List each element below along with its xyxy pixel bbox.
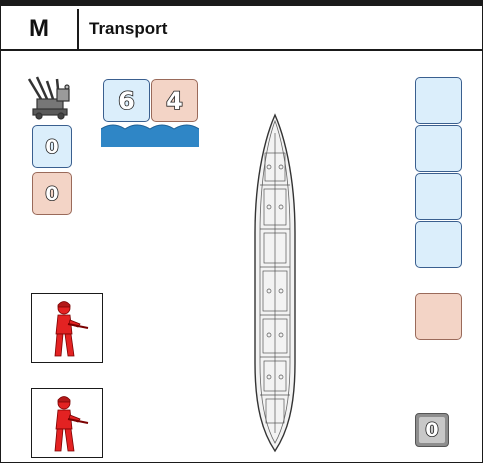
counter-token: 0 — [415, 413, 449, 447]
aa-value-pink: 0 — [32, 172, 72, 215]
unit-title: Transport — [89, 19, 168, 38]
infantry-box-1 — [31, 293, 103, 363]
cargo-slot-blue-3 — [415, 173, 462, 220]
naval-right-number: 4 — [165, 86, 183, 116]
anti-aircraft-gun-icon — [27, 76, 70, 120]
cargo-slot-pink — [415, 293, 462, 340]
aa-value-blue: 0 — [32, 125, 72, 168]
unit-code: M — [1, 9, 79, 49]
top-border — [1, 1, 482, 6]
infantry-box-2 — [31, 388, 103, 458]
waves-icon — [101, 124, 199, 147]
cargo-slot-blue-2 — [415, 125, 462, 172]
card-header: M Transport — [1, 9, 482, 51]
cargo-slot-blue-4 — [415, 221, 462, 268]
aa-pink-number: 0 — [45, 182, 60, 206]
counter-number: 0 — [425, 418, 440, 442]
counter-face: 0 — [419, 417, 445, 443]
infantry-soldier-icon — [54, 301, 89, 357]
naval-stat-right: 4 — [151, 79, 198, 122]
cargo-slot-blue-1 — [415, 77, 462, 124]
naval-stat-left: 6 — [103, 79, 150, 122]
aa-blue-number: 0 — [45, 135, 60, 159]
naval-left-number: 6 — [117, 86, 135, 116]
transport-ship-deck-plan — [254, 113, 296, 453]
infantry-soldier-icon — [54, 396, 89, 452]
